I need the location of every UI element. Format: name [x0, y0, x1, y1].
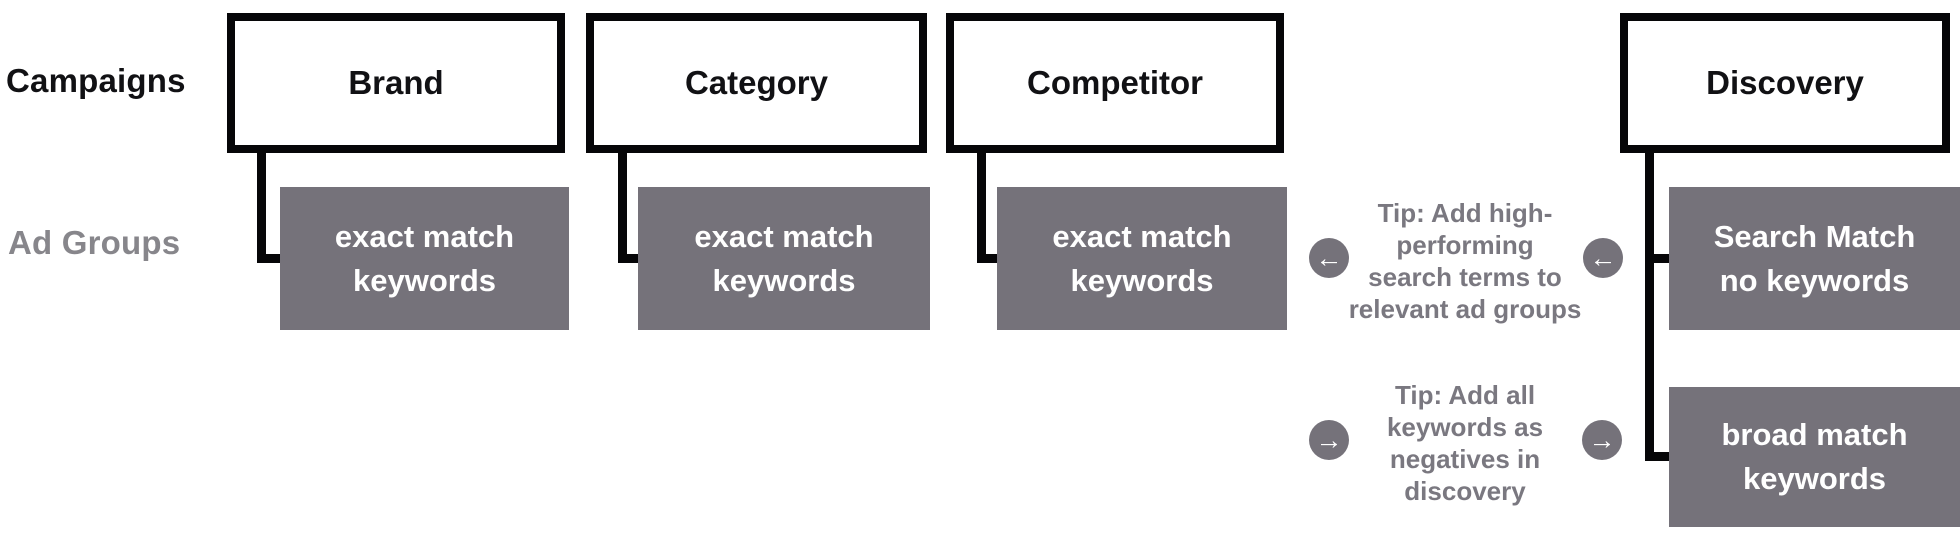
arrow-left-glyph: ←	[1589, 242, 1617, 273]
campaign-box-category-label: Category	[684, 64, 829, 101]
adgroup-box-brand-label: exact match keywords	[334, 218, 515, 298]
adgroup-box-discovery-broad-match: broad match keywords	[1669, 387, 1960, 527]
adgroup-box-category-label: exact match keywords	[694, 218, 874, 298]
tip-add-negatives-text: Tip: Add all keywords as negatives in di…	[1386, 380, 1544, 506]
campaign-box-discovery-label: Discovery	[1706, 64, 1864, 101]
connector-discovery-horizontal-search-match	[1645, 254, 1669, 263]
campaign-box-brand: Brand	[227, 13, 565, 153]
adgroup-box-search-match-label: Search Match no keywords	[1713, 218, 1916, 298]
connector-brand-horizontal	[257, 254, 280, 263]
campaign-box-competitor: Competitor	[946, 13, 1284, 153]
adgroup-box-broad-match-label: broad match keywords	[1721, 417, 1908, 496]
arrow-right-icon: →	[1309, 420, 1349, 460]
campaign-box-category: Category	[586, 13, 927, 153]
adgroup-box-brand-exact-match: exact match keywords	[280, 187, 569, 330]
connector-discovery-horizontal-broad-match	[1645, 452, 1669, 461]
connector-discovery-vertical	[1645, 153, 1654, 461]
adgroup-box-discovery-search-match: Search Match no keywords	[1669, 187, 1960, 330]
tip-add-search-terms-text: Tip: Add high- performing search terms t…	[1348, 198, 1582, 324]
connector-competitor-vertical	[977, 153, 986, 263]
arrow-left-icon: ←	[1309, 238, 1349, 278]
campaign-box-competitor-label: Competitor	[1027, 64, 1203, 101]
campaigns-row-label: Campaigns	[6, 62, 186, 99]
campaign-box-brand-label: Brand	[348, 64, 444, 101]
arrow-right-glyph: →	[1315, 424, 1343, 455]
adgroup-box-competitor-label: exact match keywords	[1052, 218, 1232, 298]
connector-category-horizontal	[618, 254, 638, 263]
arrow-left-glyph: ←	[1315, 242, 1343, 273]
connector-competitor-horizontal	[977, 254, 997, 263]
adgroup-box-competitor-exact-match: exact match keywords	[997, 187, 1287, 330]
arrow-right-icon: →	[1582, 420, 1622, 460]
arrow-left-icon: ←	[1583, 238, 1623, 278]
campaign-box-discovery: Discovery	[1620, 13, 1950, 153]
ad-groups-row-label: Ad Groups	[8, 224, 181, 261]
arrow-right-glyph: →	[1588, 424, 1616, 455]
adgroup-box-category-exact-match: exact match keywords	[638, 187, 930, 330]
connector-brand-vertical	[257, 153, 266, 263]
connector-category-vertical	[618, 153, 627, 263]
